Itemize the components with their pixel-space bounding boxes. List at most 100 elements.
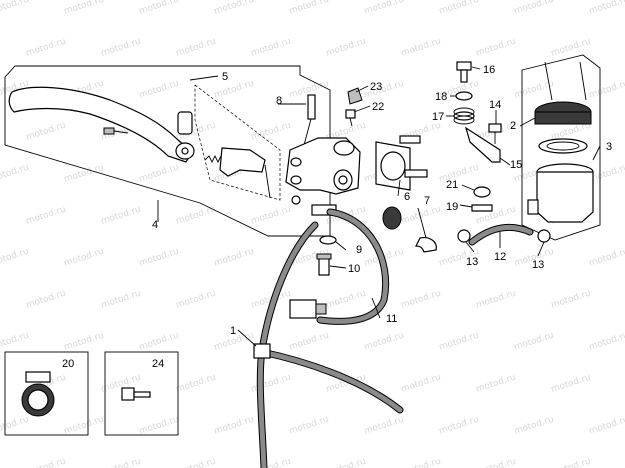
callout-23: 23 [370, 81, 382, 93]
callout-1: 1 [230, 325, 236, 337]
watermark-text: motod.ru [0, 163, 30, 185]
watermark-text: motod.ru [0, 415, 30, 437]
watermark-text: motod.ru [0, 331, 30, 353]
bracket-bolt [488, 123, 502, 144]
watermark-text: motod.ru [213, 415, 255, 437]
watermark-text: motod.ru [63, 415, 105, 437]
callout-15: 15 [510, 159, 522, 171]
watermark-text: motod.ru [213, 0, 255, 17]
callout-3: 3 [606, 141, 612, 153]
watermark-text: motod.ru [475, 457, 517, 468]
master-cylinder-body [285, 137, 361, 205]
watermark-text: motod.ru [100, 205, 142, 227]
watermark-text: motod.ru [25, 37, 67, 59]
push-rod [264, 164, 271, 199]
watermark-text: motod.ru [250, 37, 292, 59]
callout-labels: 1 2 3 4 5 6 7 8 9 10 11 12 13 13 14 15 1… [62, 64, 612, 370]
callout-19: 19 [446, 201, 458, 213]
hose-guide-clip [21, 371, 55, 417]
watermark-text: motod.ru [63, 331, 105, 353]
watermark-text: motod.ru [550, 289, 592, 311]
watermark-text: motod.ru [138, 415, 180, 437]
inset-box-20 [4, 351, 89, 436]
watermark-text: motod.ru [175, 289, 217, 311]
watermark-text: motod.ru [25, 205, 67, 227]
watermark-text: motod.ru [250, 457, 292, 468]
watermark-text: motod.ru [250, 205, 292, 227]
watermark-text: motod.ru [588, 331, 625, 353]
bushing [177, 111, 193, 135]
watermark-text: motod.ru [513, 415, 555, 437]
callout-2: 2 [510, 120, 516, 132]
callout-5: 5 [222, 71, 228, 83]
watermark-text: motod.ru [588, 415, 625, 437]
handlebar-clamp [375, 135, 428, 191]
callout-18: 18 [435, 91, 447, 103]
watermark-text: motod.ru [588, 79, 625, 101]
watermark-text: motod.ru [213, 247, 255, 269]
watermark-text: motod.ru [325, 289, 367, 311]
watermark-text: motod.ru [475, 37, 517, 59]
watermark-text: motod.ru [63, 163, 105, 185]
watermark-text: motod.ru [25, 289, 67, 311]
watermark-text: motod.ru [438, 163, 480, 185]
watermark-text: motod.ru [25, 121, 67, 143]
reservoir-bracket [464, 126, 501, 163]
watermark-text: motod.ru [288, 415, 330, 437]
watermark-text: motod.ru [513, 331, 555, 353]
callout-17: 17 [432, 111, 444, 123]
watermark-text: motod.ru [250, 373, 292, 395]
watermark-text: motod.ru [0, 0, 30, 17]
elbow-fitting [415, 237, 437, 253]
callout-21: 21 [446, 179, 458, 191]
watermark-text: motod.ru [63, 247, 105, 269]
callout-20: 20 [62, 358, 74, 370]
grommet [382, 206, 402, 230]
cap-washer [455, 91, 473, 101]
watermark-text: motod.ru [363, 415, 405, 437]
watermark-text: motod.ru [363, 331, 405, 353]
hose-clamp-right [537, 229, 551, 243]
watermark-text: motod.ru [25, 457, 67, 468]
cap-spring [453, 107, 475, 125]
watermark-text: motod.ru [400, 457, 442, 468]
watermark-text: motod.ru [588, 247, 625, 269]
watermark-text: motod.ru [288, 331, 330, 353]
branch-hose-inner [259, 349, 403, 413]
callout-6: 6 [404, 191, 410, 203]
watermark-text: motod.ru [400, 205, 442, 227]
watermark-text: motod.ru [325, 457, 367, 468]
watermark-text: motod.ru [588, 0, 625, 17]
pivot-screw [103, 127, 129, 135]
watermark-text: motod.ru [438, 331, 480, 353]
watermark-text: motod.ru [175, 457, 217, 468]
callout-11: 11 [386, 313, 397, 325]
hose-clamp-left [457, 229, 471, 243]
small-bolt [471, 204, 493, 212]
watermark-text: motod.ru [138, 0, 180, 17]
watermark-text: motod.ru [438, 0, 480, 17]
washer [473, 186, 491, 198]
watermark-text: motod.ru [0, 247, 30, 269]
hose-junction [253, 343, 271, 359]
callout-4: 4 [152, 219, 158, 231]
watermark-text: motod.ru [213, 79, 255, 101]
callout-13-right: 13 [532, 259, 544, 271]
switch-cable-inner [317, 209, 389, 324]
callout-10: 10 [348, 263, 360, 275]
watermark-text: motod.ru [513, 0, 555, 17]
switch-connector [289, 299, 327, 319]
reservoir-group-outline [521, 54, 601, 241]
watermark-text: motod.ru [175, 373, 217, 395]
watermark-text: motod.ru [175, 37, 217, 59]
watermark-text: motod.ru [550, 373, 592, 395]
watermark-text: motod.ru [100, 457, 142, 468]
watermark-text: motod.ru [363, 0, 405, 17]
lever-subgroup-dashed [194, 84, 281, 201]
watermark-text: motod.ru [475, 373, 517, 395]
callout-9: 9 [356, 244, 362, 256]
watermark-text: motod.ru [550, 457, 592, 468]
watermark-text: motod.ru [100, 37, 142, 59]
reservoir-cap [534, 61, 592, 154]
